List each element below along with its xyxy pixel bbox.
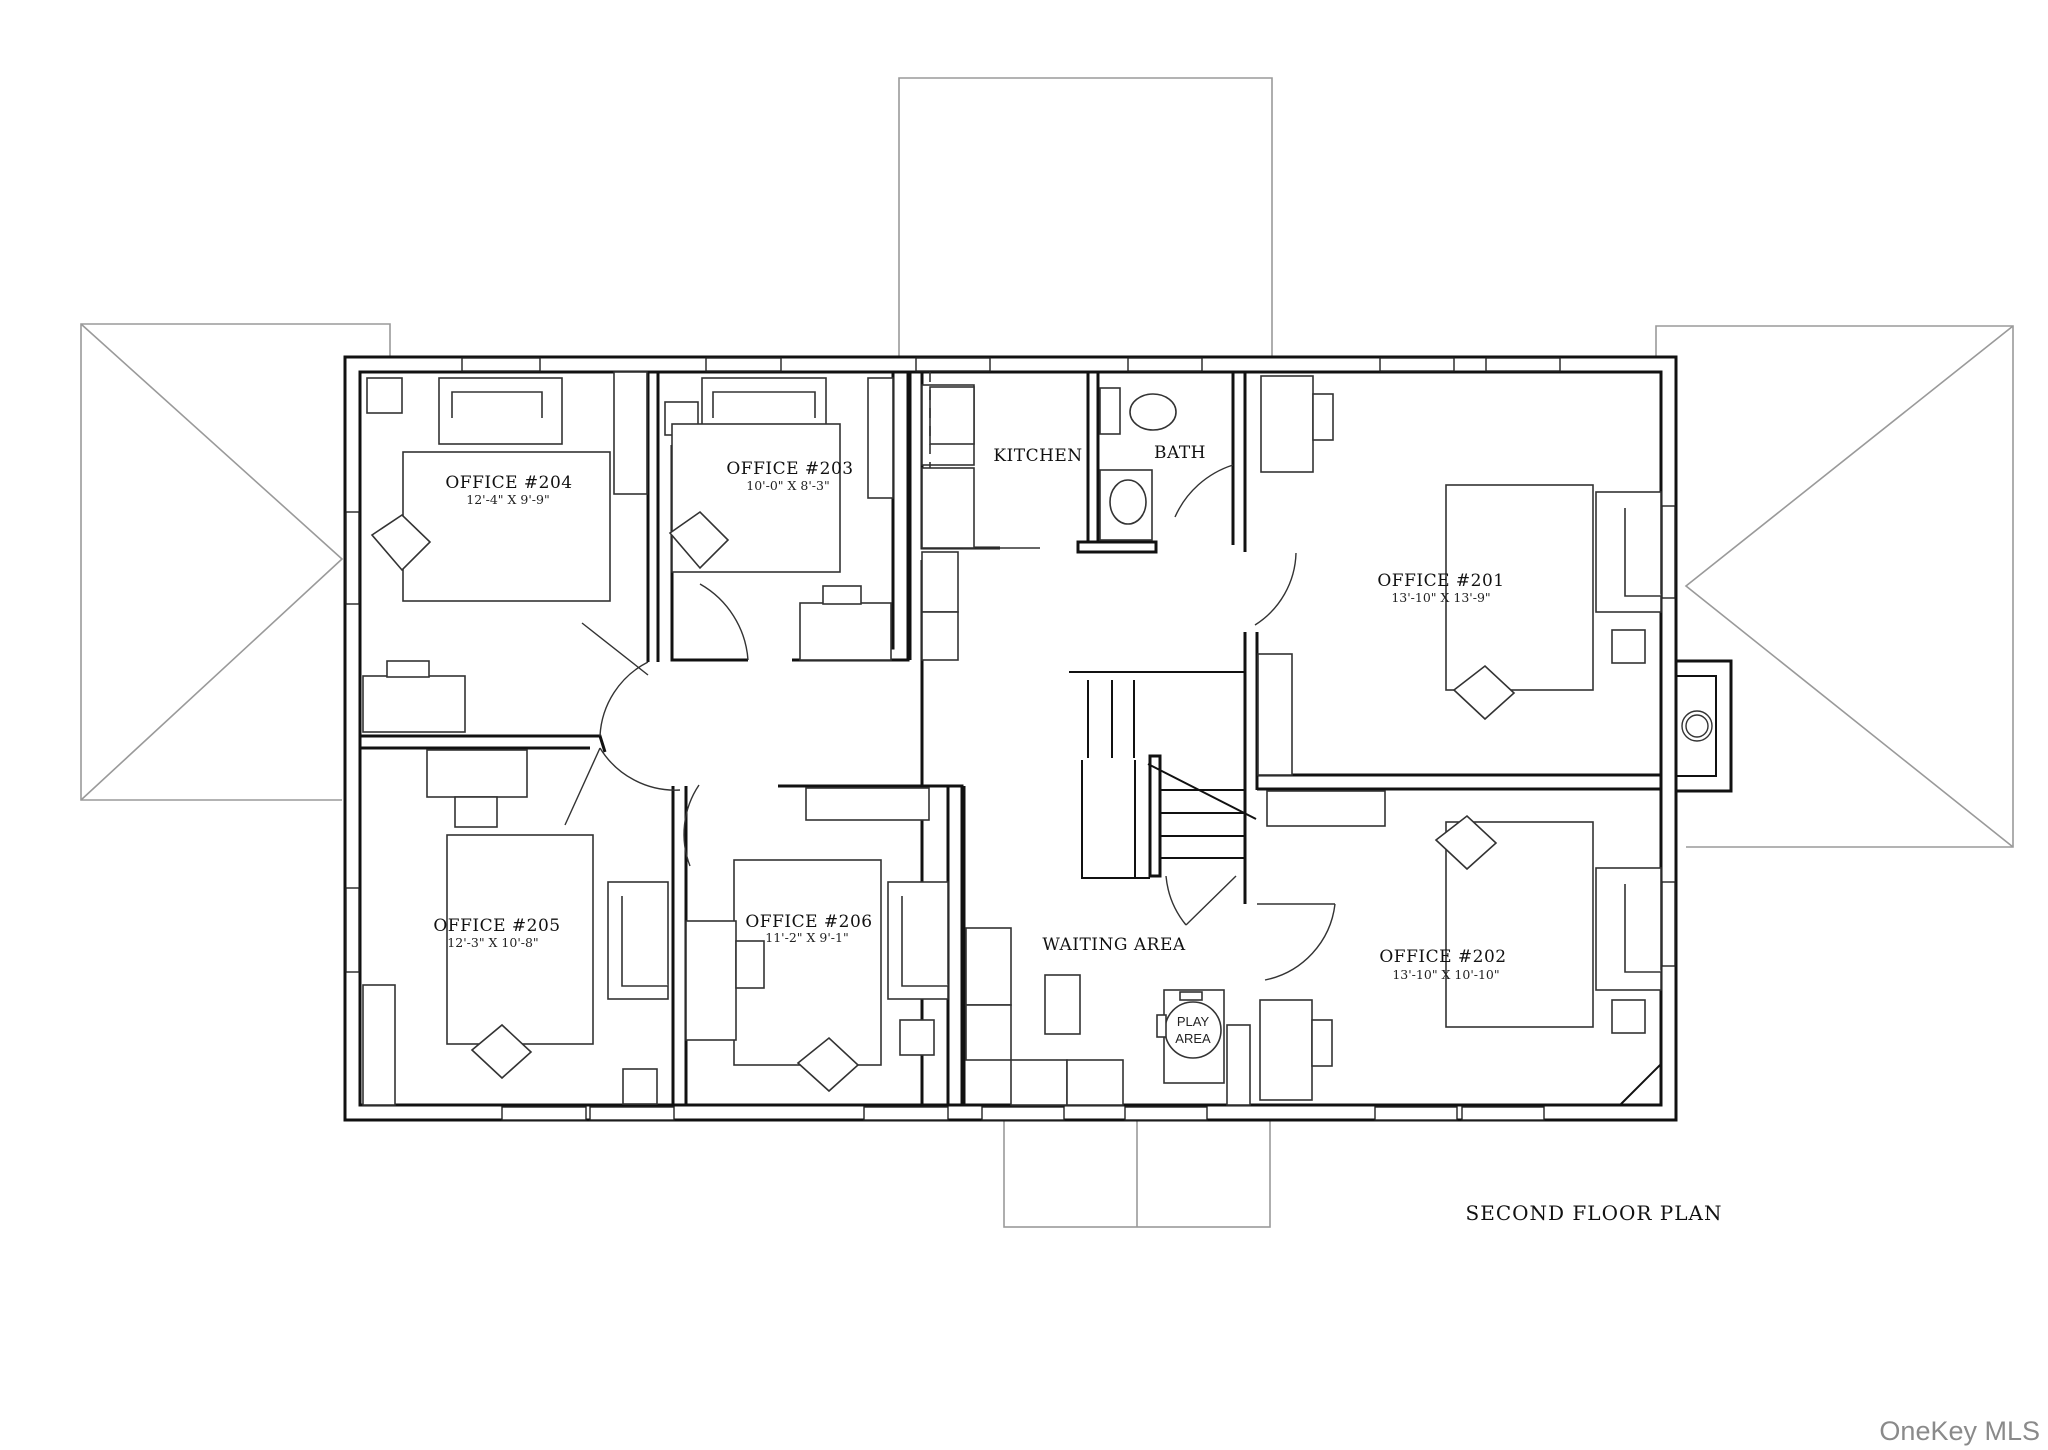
room-dim-office-206: 11'-2" X 9'-1": [765, 930, 848, 945]
watermark: OneKey MLS: [1879, 1416, 2040, 1446]
room-dim-office-201: 13'-10" X 13'-9": [1391, 590, 1490, 605]
windows: [345, 357, 1676, 1121]
room-dim-office-205: 12'-3" X 10'-8": [447, 935, 538, 950]
room-label-office-205: OFFICE #205: [433, 916, 560, 936]
right-roof: [1655, 325, 2014, 848]
room-label-office-206: OFFICE #206: [745, 912, 872, 932]
room-label-office-201: OFFICE #201: [1377, 571, 1504, 591]
left-roof-hip: [80, 323, 344, 801]
play-area-label-line2: AREA: [1175, 1031, 1211, 1046]
room-label-bath: BATH: [1154, 443, 1206, 463]
roof-outlines: [80, 77, 2014, 1228]
room-label-office-202: OFFICE #202: [1379, 947, 1506, 967]
right-roof-hip: [1684, 325, 2014, 848]
room-labels: OFFICE #204 12'-4" X 9'-9" OFFICE #203 1…: [433, 443, 1506, 1046]
room-dim-office-204: 12'-4" X 9'-9": [466, 492, 549, 507]
play-area-label-line1: PLAY: [1177, 1014, 1210, 1029]
furniture: [362, 371, 1662, 1106]
top-gable: [898, 77, 1273, 356]
room-label-office-203: OFFICE #203: [726, 459, 853, 479]
room-label-office-204: OFFICE #204: [445, 473, 572, 493]
room-label-kitchen: KITCHEN: [993, 446, 1082, 466]
room-label-waiting-area: WAITING AREA: [1042, 935, 1186, 955]
door-swings: [564, 464, 1336, 981]
room-dim-office-203: 10'-0" X 8'-3": [746, 478, 829, 493]
room-dim-office-202: 13'-10" X 10'-10": [1392, 967, 1499, 982]
plan-title: SECOND FLOOR PLAN: [1466, 1201, 1723, 1225]
